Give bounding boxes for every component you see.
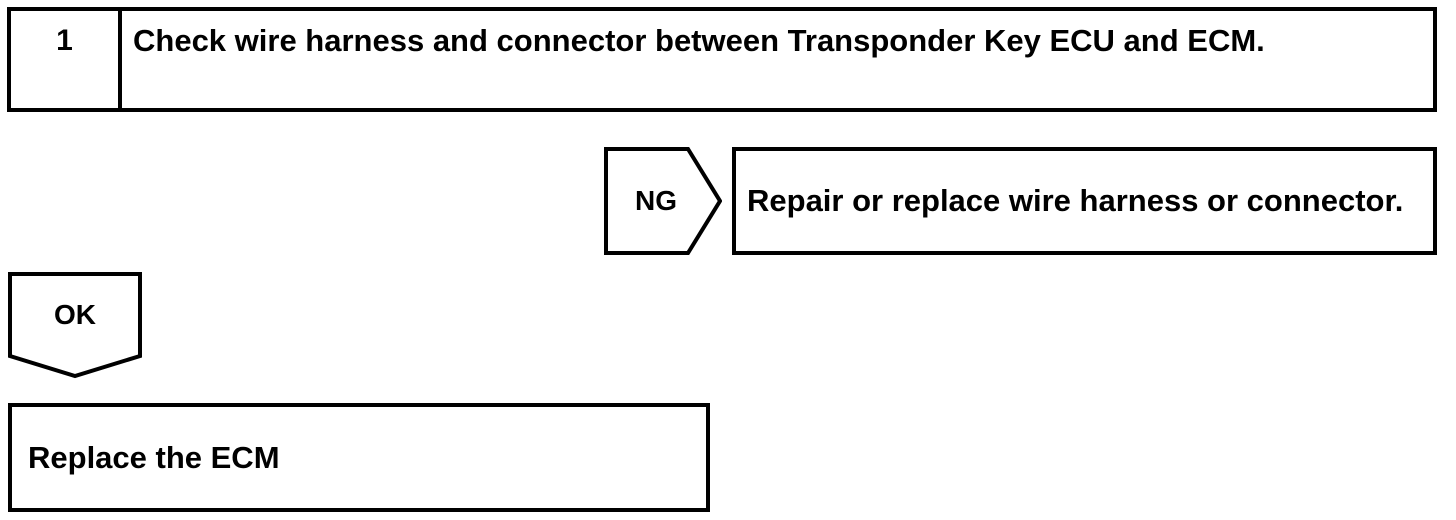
ng-result-box: Repair or replace wire harness or connec… [732, 147, 1437, 255]
step-number: 1 [11, 11, 122, 108]
ng-label: NG [635, 185, 677, 216]
ok-label: OK [54, 298, 96, 330]
ok-connector: OK [8, 272, 142, 379]
ng-connector: NG [604, 147, 722, 255]
ok-pentagon-down-arrow-shape [8, 272, 142, 379]
step-instruction: Check wire harness and connector between… [133, 23, 1265, 58]
ok-action-text: Replace the ECM [28, 439, 280, 475]
ng-pentagon-right-arrow-shape [604, 147, 722, 255]
ng-action-text: Repair or replace wire harness or connec… [747, 183, 1404, 218]
step-box: 1 Check wire harness and connector betwe… [7, 7, 1437, 112]
final-action-box: Replace the ECM [8, 403, 710, 512]
